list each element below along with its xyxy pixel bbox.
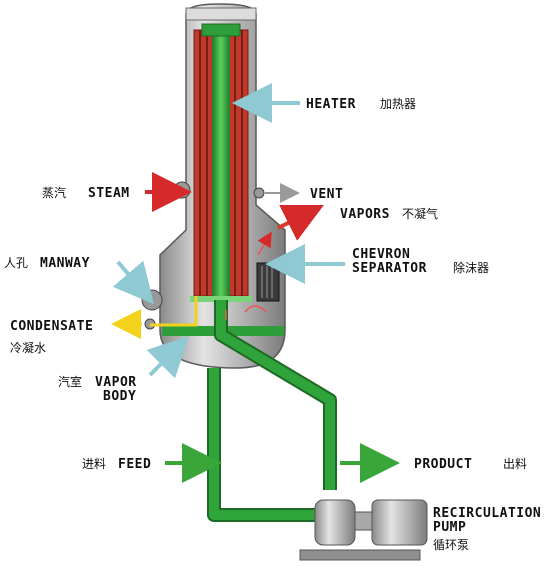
- heater-tube-bundle: [193, 23, 249, 300]
- manway-label: MANWAY: [40, 256, 90, 271]
- central-downcomer: [212, 28, 230, 300]
- vapors-arrow: [277, 205, 324, 241]
- vapor-body-label-line2: BODY: [103, 389, 136, 404]
- condensate-label: CONDENSATE: [10, 319, 93, 334]
- feed-label-cn: 进料: [82, 457, 106, 471]
- internal-vapor-arrows: [225, 231, 272, 320]
- manway-nozzle: [141, 289, 163, 311]
- manway-callout-arrow: [112, 260, 154, 305]
- feed-label: FEED: [118, 457, 151, 472]
- vapors-label-cn: 不凝气: [402, 206, 438, 221]
- vapors-label: VAPORS: [340, 207, 390, 222]
- product-label: PRODUCT: [414, 457, 472, 472]
- chevron-label-line2: SEPARATOR: [352, 261, 427, 276]
- chevron-label-cn: 除沫器: [453, 260, 489, 275]
- tube-sheet: [190, 296, 252, 302]
- condensate-line: [150, 296, 198, 327]
- heater-label: HEATER: [306, 97, 356, 112]
- recirculation-piping: [207, 300, 337, 522]
- vapor-body-label-cn: 汽室: [58, 374, 82, 389]
- chevron-label-line1: CHEVRON: [352, 247, 410, 262]
- pump-label-line1: RECIRCULATION: [433, 506, 541, 521]
- steam-label-cn: 蒸汽: [42, 185, 66, 200]
- heater-label-cn: 加热器: [380, 97, 416, 111]
- steam-nozzle: [173, 181, 191, 199]
- manway-label-cn: 人孔: [4, 256, 28, 270]
- vapor-body-label-line1: VAPOR: [95, 375, 137, 390]
- recirculation-pump: [299, 499, 428, 561]
- product-label-cn: 出料: [503, 457, 527, 471]
- pump-label-cn: 循环泵: [433, 538, 469, 552]
- vapor-body-callout-arrow: [146, 335, 190, 379]
- condensate-label-cn: 冷凝水: [10, 340, 46, 355]
- vent-nozzle: [253, 187, 265, 199]
- steam-label: STEAM: [88, 186, 130, 201]
- chevron-separator: [256, 262, 280, 302]
- vent-label: VENT: [310, 187, 343, 202]
- pump-label-line2: PUMP: [433, 520, 466, 535]
